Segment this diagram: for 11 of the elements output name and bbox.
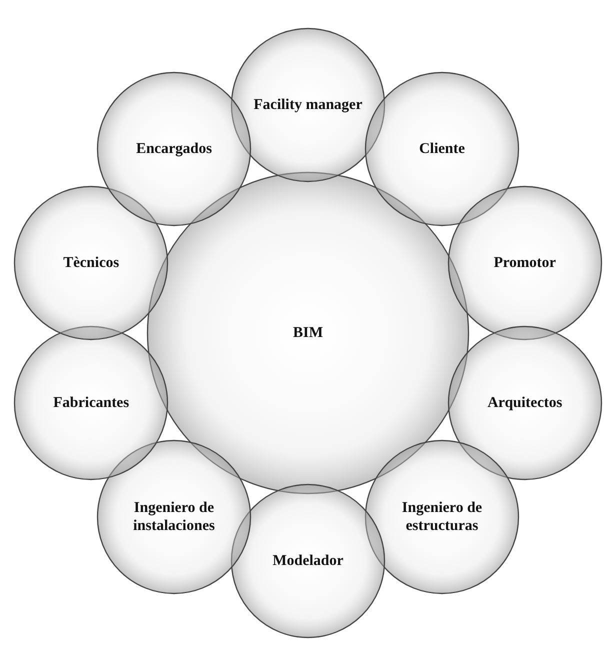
circle-label: Cliente	[418, 140, 466, 158]
circle-label: Tècnicos	[62, 254, 120, 272]
circle-label: BIM	[292, 324, 324, 342]
circle-label: Encargados	[135, 140, 213, 158]
circle-label: Promotor	[492, 254, 557, 272]
circle-label: Ingeniero de instalaciones	[132, 499, 216, 536]
circle-label: Ingeniero de estructuras	[400, 499, 484, 536]
circle-label: Facility manager	[252, 96, 364, 114]
circle-label: Modelador	[272, 552, 344, 570]
circle-label: Arquitectos	[486, 394, 564, 412]
circle-label: Fabricantes	[52, 394, 130, 412]
